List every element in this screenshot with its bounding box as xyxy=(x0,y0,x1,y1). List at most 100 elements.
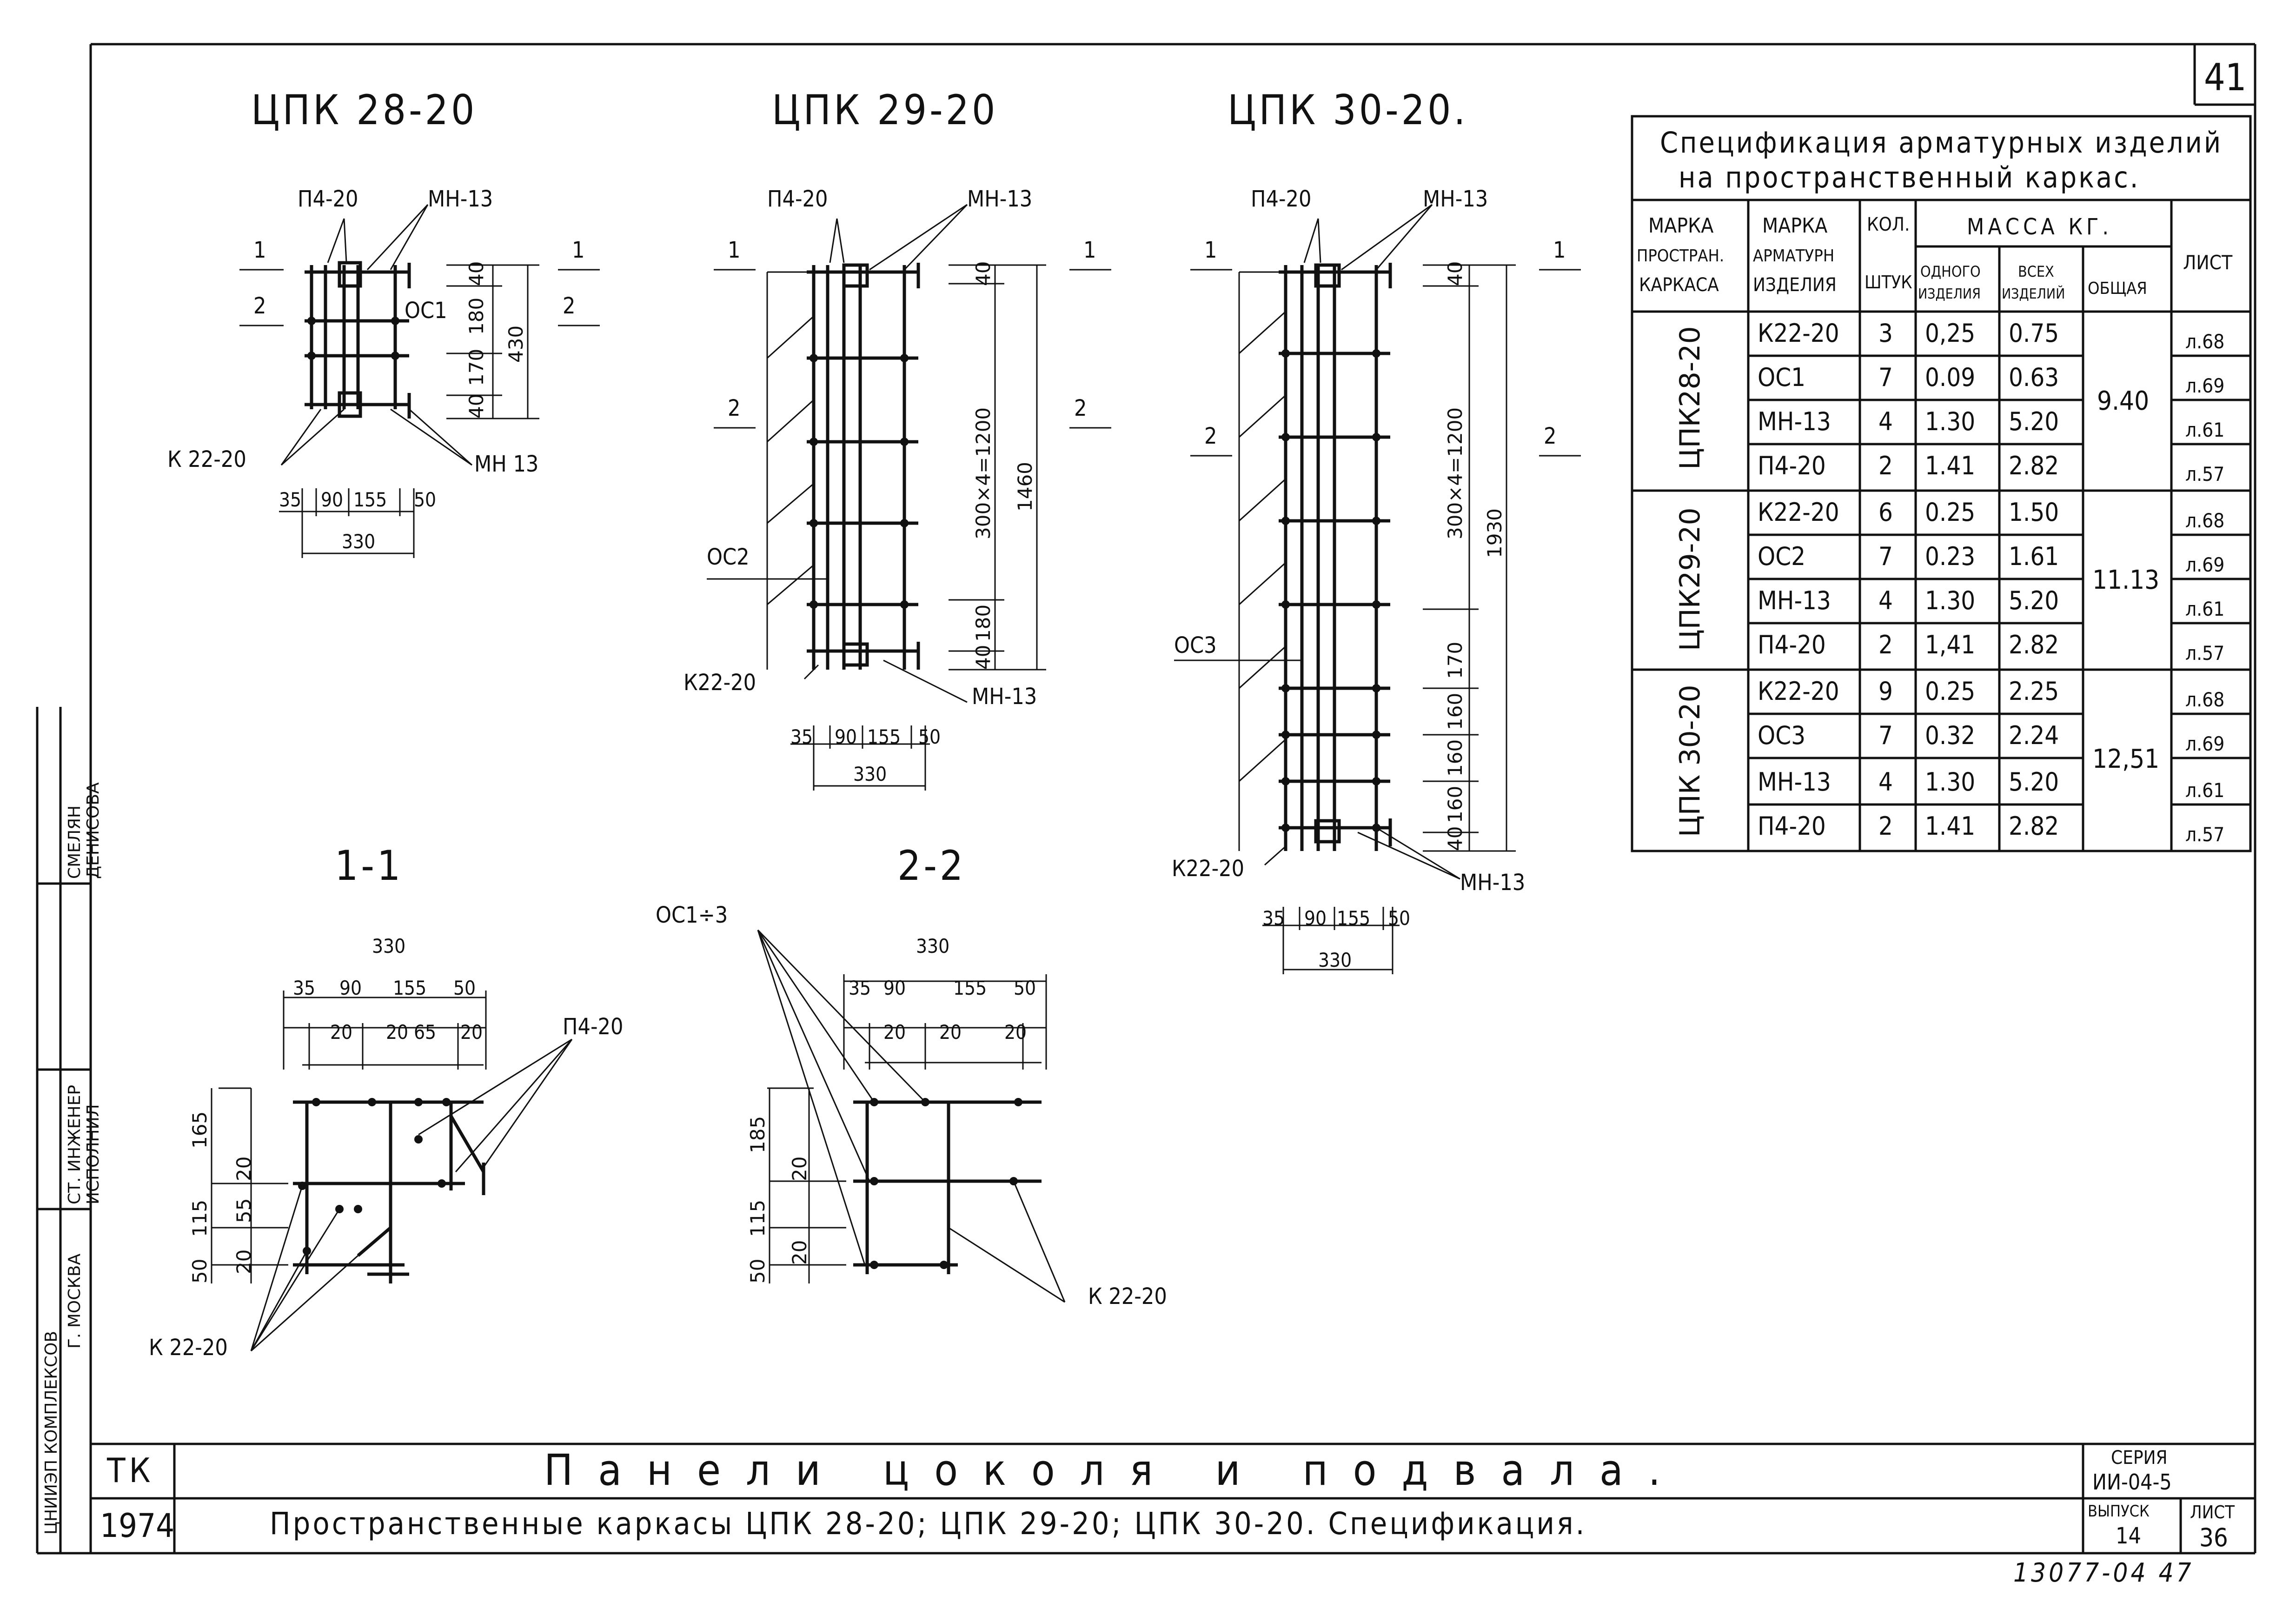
spec-row-item: МН-13 xyxy=(1758,407,1831,436)
stamp-sheet-label: ЛИСТ xyxy=(2190,1502,2235,1523)
frame-1-section-mark-1: 1 xyxy=(253,237,266,263)
frame-1-section-mark-4: 2 xyxy=(563,293,576,319)
frame-2-section-mark-2: 2 xyxy=(728,395,741,421)
spec-row-one: 1.30 xyxy=(1925,407,1976,436)
spec-group-2-mark: ЦПК29-20 xyxy=(1674,507,1706,651)
section-2-dim-top-5: 50 xyxy=(1014,977,1036,999)
spec-row-item: МН-13 xyxy=(1758,586,1831,615)
stamp-org: ТК xyxy=(107,1451,154,1490)
section-2-dim-top-3: 90 xyxy=(883,977,906,999)
spec-row-all: 2.24 xyxy=(2009,721,2059,750)
section-2-dim-top-7: 20 xyxy=(939,1021,962,1044)
frame-2-section-mark-3: 1 xyxy=(1083,237,1096,263)
spec-row-item: К22-20 xyxy=(1758,498,1839,527)
frame-1-section-mark-2: 2 xyxy=(253,293,266,319)
section-1-dim-top-1: 330 xyxy=(372,935,406,957)
spec-group-3-total: 12,51 xyxy=(2092,744,2160,774)
spec-row-one: 1.30 xyxy=(1925,586,1976,615)
spec-row-all: 2.82 xyxy=(2009,811,2059,841)
frame-1-dim-h-1: 35 xyxy=(279,488,302,511)
spec-row-all: 0.75 xyxy=(2009,319,2059,348)
stamp-title: Панели цоколя и подвала. xyxy=(544,1445,1686,1495)
frame-1-section-mark-3: 1 xyxy=(572,237,585,263)
spec-row-all: 1.61 xyxy=(2009,542,2059,571)
spec-row-all: 2.82 xyxy=(2009,630,2059,659)
section-1-dim-top-2: 35 xyxy=(293,977,316,999)
spec-header-mass: МАССА КГ. xyxy=(1967,214,2113,240)
spec-row-all: 5.20 xyxy=(2009,586,2059,615)
spec-row-item: К22-20 xyxy=(1758,319,1839,348)
spec-row-item: П4-20 xyxy=(1758,630,1826,659)
spec-row-one: 0,25 xyxy=(1925,319,1976,348)
section-1-dim-top-4: 155 xyxy=(393,977,427,999)
frame-3-section-mark-1: 1 xyxy=(1204,237,1217,263)
section-1-dim-top-9: 20 xyxy=(460,1021,483,1044)
section-1-dim-top-7: 20 xyxy=(386,1021,409,1044)
frame-2-dim-h-2: 90 xyxy=(835,725,857,748)
spec-row-qty: 7 xyxy=(1878,542,1893,571)
spec-row-qty: 4 xyxy=(1878,586,1893,615)
stamp-doc-number: 13077-04 47 xyxy=(2013,1558,2194,1588)
spec-title-line-1: Спецификация арматурных изделий xyxy=(1660,126,2223,160)
spec-header-col3-line2: ШТУК xyxy=(1865,272,1912,293)
spec-header-col2-line3: ИЗДЕЛИЯ xyxy=(1753,274,1837,296)
spec-row-item: ОС1 xyxy=(1758,363,1806,392)
spec-row-sheet: л.68 xyxy=(2185,330,2225,353)
stamp-issue: 14 xyxy=(2116,1523,2141,1549)
spec-row-item: МН-13 xyxy=(1758,767,1831,797)
frame-2-section-mark-1: 1 xyxy=(728,237,741,263)
spec-header-mass-one-2: ИЗДЕЛИЯ xyxy=(1918,286,1981,302)
section-1-title: 1-1 xyxy=(335,842,404,890)
frame-3-section-mark-4: 2 xyxy=(1544,423,1557,449)
spec-header-col1-line2: ПРОСТРАН. xyxy=(1637,246,1725,266)
section-2-dim-top-4: 155 xyxy=(953,977,987,999)
spec-row-one: 0.32 xyxy=(1925,721,1976,750)
stamp-subtitle: Пространственные каркасы ЦПК 28-20; ЦПК … xyxy=(270,1506,1587,1542)
spec-group-1-mark: ЦПК28-20 xyxy=(1674,326,1706,470)
frame-3-dim-h-4: 50 xyxy=(1388,907,1411,930)
spec-header-sheet: ЛИСТ xyxy=(2183,251,2233,274)
spec-header-mass-all-2: ИЗДЕЛИЙ xyxy=(2002,286,2065,302)
spec-header-col1-line1: МАРКА xyxy=(1648,214,1714,238)
spec-row-all: 5.20 xyxy=(2009,767,2059,797)
frame-3-bottom-label-1: К22-20 xyxy=(1172,856,1245,882)
sheet-number: 41 xyxy=(2204,56,2247,99)
frame-3-dim-h-1: 35 xyxy=(1262,907,1285,930)
spec-row-one: 0.23 xyxy=(1925,542,1976,571)
frame-2-dim-h-1: 35 xyxy=(790,725,813,748)
frame-3-dim-h-5: 330 xyxy=(1318,949,1352,971)
spec-header-mass-total: ОБЩАЯ xyxy=(2088,279,2147,298)
spec-row-all: 1.50 xyxy=(2009,498,2059,527)
frame-2-dim-h-4: 50 xyxy=(918,725,941,748)
spec-row-one: 1.41 xyxy=(1925,451,1976,480)
spec-row-qty: 9 xyxy=(1878,677,1893,706)
spec-row-sheet: л.61 xyxy=(2185,419,2225,441)
frame-3-dim-h-2: 90 xyxy=(1304,907,1327,930)
spec-row-one: 1.30 xyxy=(1925,767,1976,797)
spec-row-all: 2.25 xyxy=(2009,677,2059,706)
frame-3-section-mark-2: 2 xyxy=(1204,423,1217,449)
frame-2-top-label-1: П4-20 xyxy=(767,186,828,212)
spec-row-sheet: л.68 xyxy=(2185,688,2225,711)
frame-3-top-label-1: П4-20 xyxy=(1251,186,1312,212)
spec-row-sheet: л.57 xyxy=(2185,642,2225,665)
frame-2-dim-h-5: 330 xyxy=(853,763,887,785)
section-1-dim-top-8: 65 xyxy=(414,1021,437,1044)
frame-2-top-label-2: МН-13 xyxy=(967,186,1033,212)
frame-2-bottom-label-2: МН-13 xyxy=(972,684,1037,710)
frame-1-dim-h-3: 155 xyxy=(353,488,387,511)
section-1-label-1: П4-20 xyxy=(563,1014,624,1040)
spec-row-qty: 2 xyxy=(1878,630,1893,659)
section-2-dim-top-1: 330 xyxy=(916,935,950,957)
spec-row-sheet: л.61 xyxy=(2185,779,2225,802)
side-role-2: ИСПОЛНИЛ xyxy=(84,1104,103,1204)
spec-header-col2-line1: МАРКА xyxy=(1762,214,1828,238)
spec-row-sheet: л.57 xyxy=(2185,823,2225,846)
spec-row-qty: 3 xyxy=(1878,319,1893,348)
spec-row-qty: 7 xyxy=(1878,721,1893,750)
section-2-dim-top-2: 35 xyxy=(849,977,871,999)
side-org-1: ЦНИИЭП КОМПЛЕКСОВ xyxy=(42,1330,61,1535)
side-role-1: СТ. ИНЖЕНЕР xyxy=(65,1084,84,1204)
spec-row-all: 2.82 xyxy=(2009,451,2059,480)
